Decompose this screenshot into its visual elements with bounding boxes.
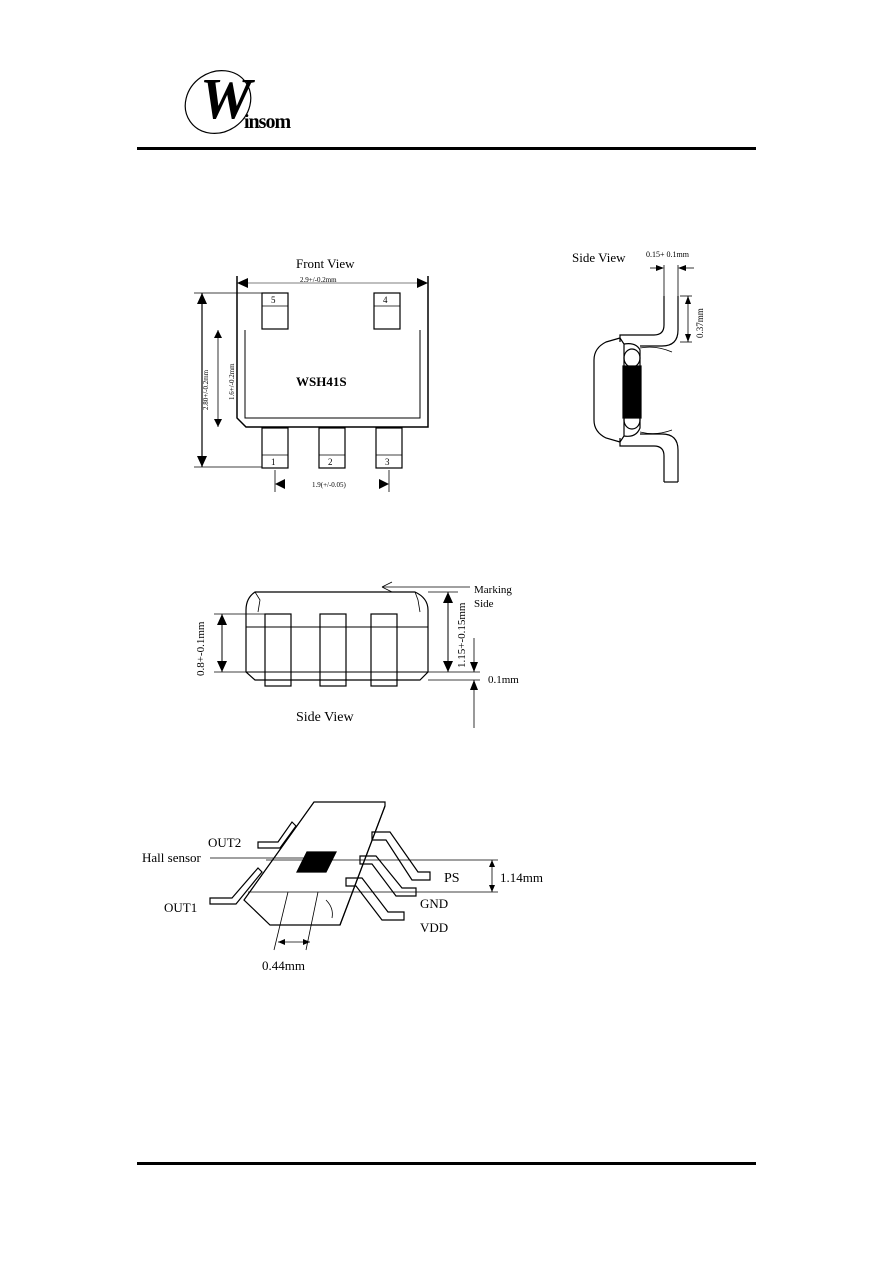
side-view-right: Side View 0.15+ 0.1mm 0.37mm [572,250,705,483]
pinout-view: OUT2 Hall sensor OUT1 PS GND VDD 1.14mm … [142,801,543,973]
offset-dim-label: 0.44mm [262,958,305,973]
logo-rest: insom [244,111,291,133]
marking-label: Marking [474,584,512,596]
gnd-label: GND [420,896,448,911]
pin-3-label: 3 [385,457,390,467]
front-view: Front View 2.9+/-0.2mm 5 4 1 2 3 WSH41S [194,256,429,492]
ps-label: PS [444,871,460,886]
vdd-label: VDD [420,920,448,935]
footer-rule [137,1162,756,1165]
hall-sensor-label: Hall sensor [142,850,202,865]
front-height-dim: 2.80+/-0.2mm [202,369,210,410]
part-marking: WSH41S [296,374,347,389]
out2-label: OUT2 [208,835,241,850]
front-body-dim: 1.6+/-0.2mm [228,363,236,400]
side-bottom-right-dim: 1.15+-0.15mm [456,602,468,668]
front-pitch-dim: 1.9(+/-0.05) [312,481,347,489]
logo-letter: W [200,66,255,131]
pin-1-label: 1 [271,457,276,467]
front-width-dim: 2.9+/-0.2mm [300,276,337,284]
header-rule [137,147,756,150]
winsom-logo: W insom [184,66,292,134]
side-bottom-left-dim: 0.8+-0.1mm [195,621,207,676]
side-view-bottom-title: Side View [296,710,355,725]
side-bottom-standoff-dim: 0.1mm [488,674,519,686]
side-view-right-title: Side View [572,250,626,265]
pin-2-label: 2 [328,457,333,467]
out1-label: OUT1 [164,900,197,915]
side-height-dim: 0.37mm [695,308,705,338]
front-view-title: Front View [296,256,355,271]
side-lead-dim: 0.15+ 0.1mm [646,250,690,259]
marking-side-label: Side [474,598,494,610]
depth-dim-label: 1.14mm [500,870,543,885]
pin-5-label: 5 [271,295,276,305]
pin-4-label: 4 [383,295,388,305]
side-view-bottom: 0.8+-0.1mm 1.15+-0.15mm 0.1mm Marking Si… [195,581,519,728]
